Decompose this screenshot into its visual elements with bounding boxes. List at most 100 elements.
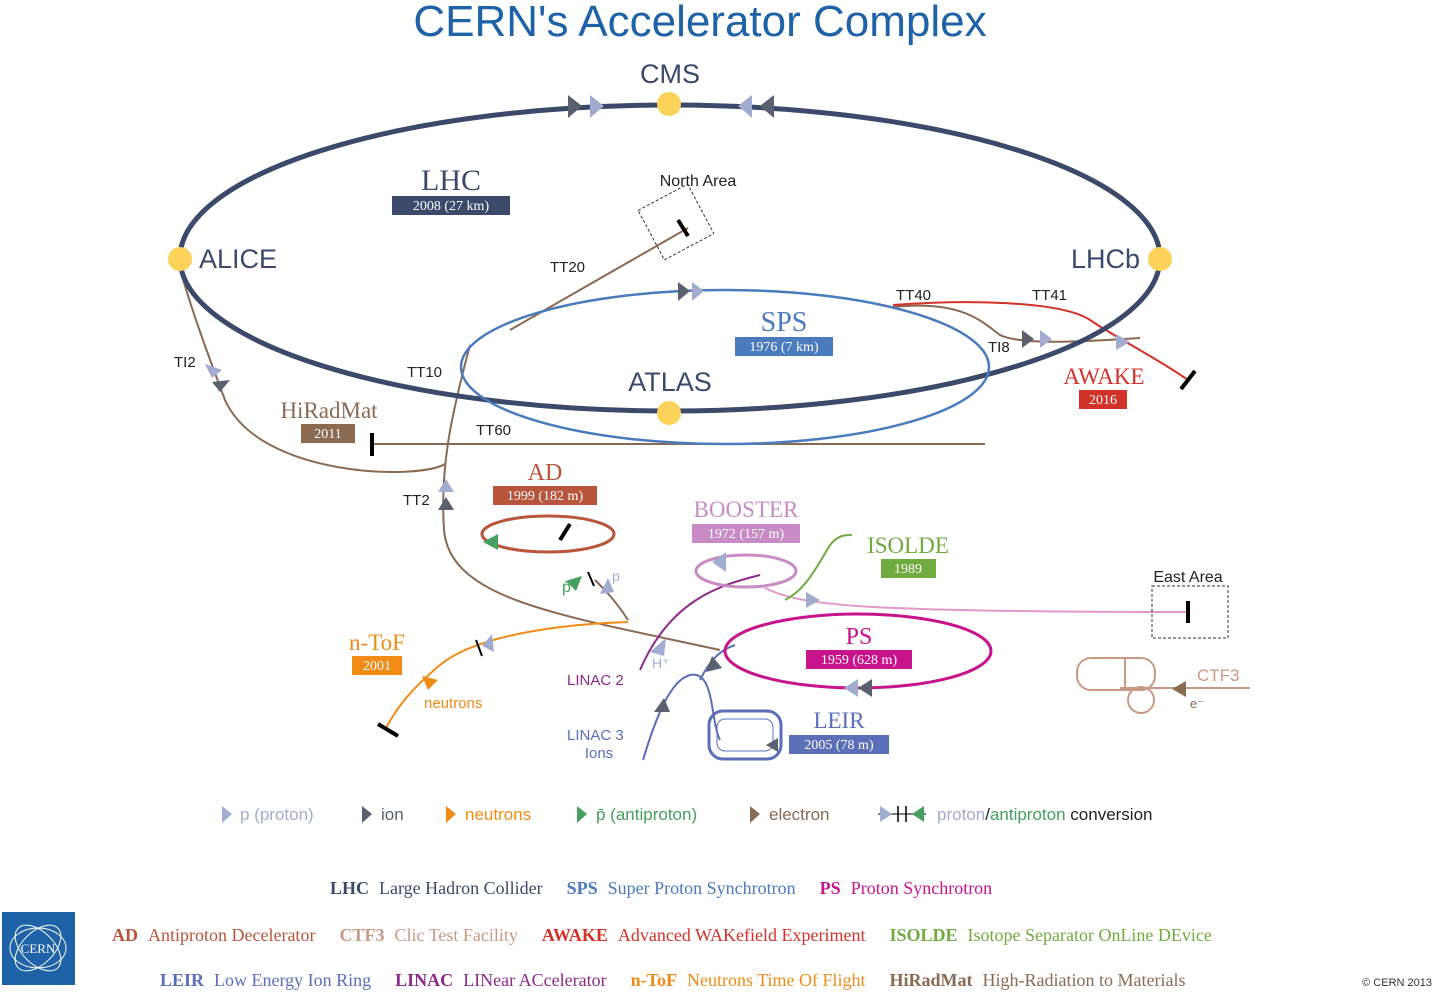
ctf3-label: CTF3 (1197, 666, 1240, 685)
ps-info: 1959 (628 m) (821, 653, 898, 668)
leir-inner-arrow (766, 738, 778, 752)
lhc-info: 2008 (27 km) (413, 199, 490, 214)
glossary-full: High-Radiation to Materials (983, 970, 1186, 990)
north-area-label: North Area (660, 173, 737, 190)
glossary-row-1: LHC Large Hadron Collider SPS Super Proton … (330, 878, 992, 898)
glossary-full: Low Energy Ion Ring (214, 970, 371, 990)
ti2-arrow-proton (205, 364, 222, 378)
glossary-full: Large Hadron Collider (379, 878, 543, 898)
lhc-arrow-ion-2 (760, 95, 774, 118)
transfer-lines (181, 227, 1189, 761)
atlas-label: ATLAS (628, 367, 712, 397)
ps-arrow-proton (844, 679, 858, 697)
lhc-arrow-proton-2 (738, 95, 752, 118)
linac3-arrow (654, 698, 670, 712)
tt41-arrow-proton (1116, 334, 1130, 350)
hiradmat-info: 2011 (314, 427, 341, 442)
cern-logo: CERN (2, 912, 75, 985)
tt10-label: TT10 (407, 364, 442, 381)
leir-ring (707, 709, 783, 761)
ad-dump (558, 522, 572, 542)
ntof-arrow-neutrons (422, 676, 438, 690)
booster-info-box (692, 524, 800, 543)
eminus-label: e⁻ (1190, 696, 1204, 711)
leir-ps-line (699, 644, 736, 681)
proton-feed-arrow (600, 578, 614, 594)
isolde-info: 1989 (894, 562, 922, 577)
ntof-arrow-proton (482, 634, 494, 652)
glossary-full: Proton Synchrotron (851, 878, 993, 898)
glossary-full: Antiproton Decelerator (148, 925, 315, 945)
tt10-line (442, 344, 721, 651)
north-area-dump (676, 218, 690, 238)
ad-ring (480, 514, 616, 554)
booster-arrow (712, 552, 726, 572)
tt20-label: TT20 (550, 259, 585, 276)
sps-info: 1976 (7 km) (749, 340, 819, 355)
ti2-arrow-ion (212, 380, 230, 392)
lhc-label: LHC (421, 164, 481, 197)
atlas-detector (657, 401, 681, 425)
beam-arrows (205, 95, 1130, 752)
ntof-target (475, 639, 483, 657)
ad-feed-line (594, 579, 629, 621)
tt2-arrow-ion (438, 497, 454, 510)
legend-ion-icon (362, 806, 372, 823)
glossary-abbr: LEIR (160, 970, 205, 990)
neutrons-label: neutrons (424, 695, 482, 712)
sps-label: SPS (761, 307, 808, 338)
legend-antiproton-label: p̄ (antiproton) (596, 805, 697, 824)
ps-arrow-ion (858, 679, 872, 697)
leir-info: 2005 (78 m) (804, 738, 874, 753)
legend-neutrons-icon (446, 806, 456, 823)
page-title: CERN's Accelerator Complex (413, 0, 986, 46)
legend-antiproton-icon (577, 806, 587, 823)
leir-inner (716, 718, 774, 752)
ti8-line (892, 304, 1141, 343)
glossary-full: Advanced WAKefield Experiment (618, 925, 866, 945)
glossary-abbr: HiRadMat (890, 970, 973, 990)
tt2-label: TT2 (403, 492, 430, 509)
lhc-info-box (392, 196, 510, 215)
booster-info: 1972 (157 m) (708, 527, 785, 542)
awake-line (892, 301, 1189, 381)
ntof-label: n-ToF (349, 630, 405, 655)
ad-label: AD (528, 460, 563, 486)
awake-info-box (1079, 390, 1127, 409)
legend-electron-label: electron (769, 805, 829, 824)
hiradmat-label: HiRadMat (280, 398, 378, 423)
tt2-arrow-proton (438, 479, 454, 492)
lhcb-label: LHCb (1071, 244, 1140, 274)
glossary-abbr: PS (820, 878, 841, 898)
glossary: LHC Large Hadron Collider SPS Super Proton … (112, 878, 1212, 990)
ntof-dump (376, 722, 400, 738)
ps-info-box (806, 650, 912, 669)
lhc-arrow-ion-1 (568, 95, 582, 118)
ntof-info: 2001 (363, 659, 391, 674)
legend-neutrons-label: neutrons (465, 805, 531, 824)
ctf3-electron-arrow (1172, 681, 1186, 697)
glossary-abbr: ISOLDE (889, 925, 957, 945)
ti8-arrow-ion (1022, 330, 1034, 348)
legend-proton-icon (222, 806, 232, 823)
sps-info-box (735, 337, 833, 356)
glossary-full: Isotope Separator OnLine DEvice (967, 925, 1211, 945)
copyright: © CERN 2013 (1362, 977, 1432, 989)
cern-logo-text: CERN (21, 941, 56, 956)
cms-label: CMS (640, 59, 700, 89)
awake-dump (1179, 369, 1197, 391)
lhc-arrow-proton-1 (590, 95, 604, 118)
p-label: p (612, 568, 620, 584)
glossary-abbr: LHC (330, 878, 369, 898)
glossary-full: Super Proton Synchrotron (608, 878, 796, 898)
lhc-ring (177, 102, 1163, 414)
tt20-line (509, 227, 689, 331)
legend-electron-icon (750, 806, 760, 823)
sps-arrow-ion (678, 282, 690, 301)
glossary-abbr: SPS (567, 878, 598, 898)
glossary-abbr: AD (112, 925, 138, 945)
leir-label: LEIR (813, 708, 865, 733)
